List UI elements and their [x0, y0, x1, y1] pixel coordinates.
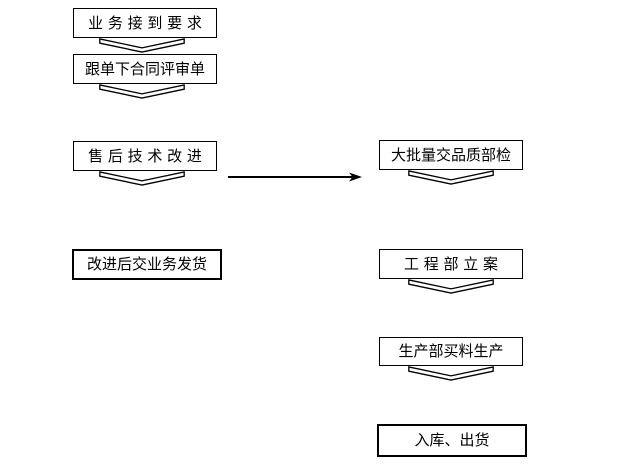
flow-node-engineering-filing: 工 程 部 立 案 [379, 249, 523, 279]
flow-node-quality-inspection: 大批量交品质部检 [379, 140, 523, 170]
flow-node-contract-review: 跟单下合同评审单 [73, 54, 217, 84]
down-chevron-arrow-icon [99, 38, 185, 53]
flow-node-warehouse-shipment: 入库、出货 [377, 424, 527, 457]
flow-node-receive-request: 业 务 接 到 要 求 [73, 8, 217, 38]
flow-node-ship-after-improvement: 改进后交业务发货 [72, 249, 222, 280]
down-chevron-arrow-icon [99, 84, 185, 99]
down-chevron-arrow-icon [99, 171, 185, 186]
down-chevron-arrow-icon [408, 279, 494, 294]
down-chevron-arrow-icon [408, 366, 494, 381]
flow-node-production-purchase: 生产部买料生产 [379, 337, 523, 366]
flow-node-after-sales-improvement: 售 后 技 术 改 进 [73, 141, 217, 171]
down-chevron-arrow-icon [408, 170, 494, 185]
right-arrow-icon [228, 172, 362, 182]
